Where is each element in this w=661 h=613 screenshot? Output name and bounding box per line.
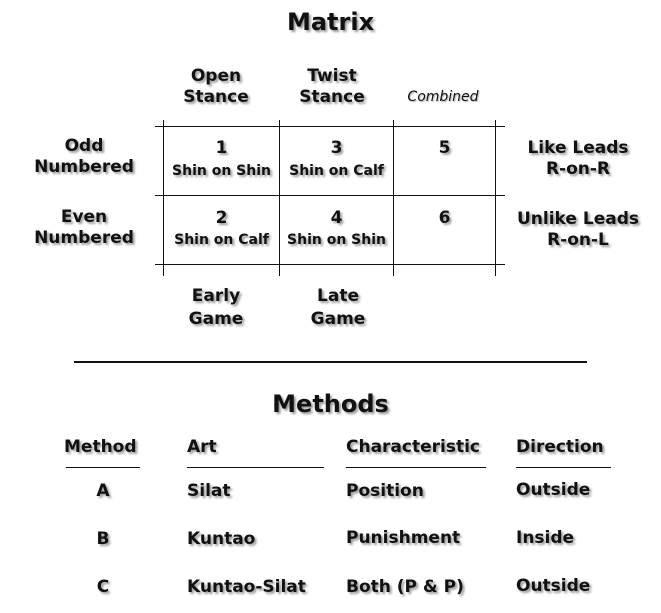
method-direction: Inside: [516, 528, 575, 548]
method-characteristic: Both (P & P): [346, 577, 464, 597]
header-underline-art: [187, 467, 324, 468]
method-direction: Outside: [516, 480, 591, 500]
header-underline-direction: [516, 467, 611, 468]
section-divider: [74, 361, 587, 363]
cell-number: 6: [438, 208, 451, 228]
grid-line-vertical-2: [279, 120, 280, 276]
column-header-open-stance: Open Stance: [183, 66, 249, 107]
methods-header-art: Art: [187, 437, 217, 457]
grid-line-vertical-1: [163, 120, 164, 276]
method-art: Silat: [187, 481, 231, 501]
row-label-like-leads: Like Leads R-on-R: [527, 138, 629, 179]
cell-description: Shin on Calf: [174, 232, 269, 248]
cell-number: 5: [438, 138, 451, 158]
column-header-twist-stance: Twist Stance: [299, 66, 365, 107]
grid-line-horizontal-3: [155, 264, 505, 265]
column-header-combined: Combined: [407, 89, 479, 105]
grid-line-vertical-3: [393, 120, 394, 276]
row-header-odd-numbered: Odd Numbered: [34, 136, 134, 177]
column-footer-early-game: Early Game: [188, 286, 244, 329]
matrix-title: Matrix: [286, 8, 375, 36]
method-characteristic: Position: [346, 481, 424, 501]
grid-line-horizontal-1: [155, 126, 505, 127]
cell-number: 2: [215, 208, 228, 228]
cell-number: 4: [330, 208, 343, 228]
methods-title: Methods: [272, 390, 389, 418]
column-footer-late-game: Late Game: [310, 286, 366, 329]
row-label-unlike-leads: Unlike Leads R-on-L: [517, 209, 639, 250]
grid-line-vertical-4: [495, 120, 496, 276]
method-letter: A: [96, 481, 110, 501]
methods-header-method: Method: [64, 437, 137, 457]
header-underline-characteristic: [346, 467, 486, 468]
method-letter: C: [96, 577, 110, 597]
method-characteristic: Punishment: [346, 528, 461, 548]
cell-number: 3: [330, 138, 343, 158]
methods-header-characteristic: Characteristic: [346, 437, 480, 457]
cell-description: Shin on Calf: [289, 163, 384, 179]
cell-number: 1: [215, 138, 228, 158]
method-art: Kuntao: [187, 529, 256, 549]
methods-header-direction: Direction: [516, 437, 604, 457]
grid-line-horizontal-2: [155, 195, 505, 196]
row-header-even-numbered: Even Numbered: [34, 207, 134, 248]
method-direction: Outside: [516, 576, 591, 596]
cell-description: Shin on Shin: [172, 163, 271, 179]
cell-description: Shin on Shin: [287, 232, 386, 248]
header-underline-method: [66, 467, 140, 468]
method-art: Kuntao-Silat: [187, 577, 306, 597]
method-letter: B: [96, 529, 110, 549]
